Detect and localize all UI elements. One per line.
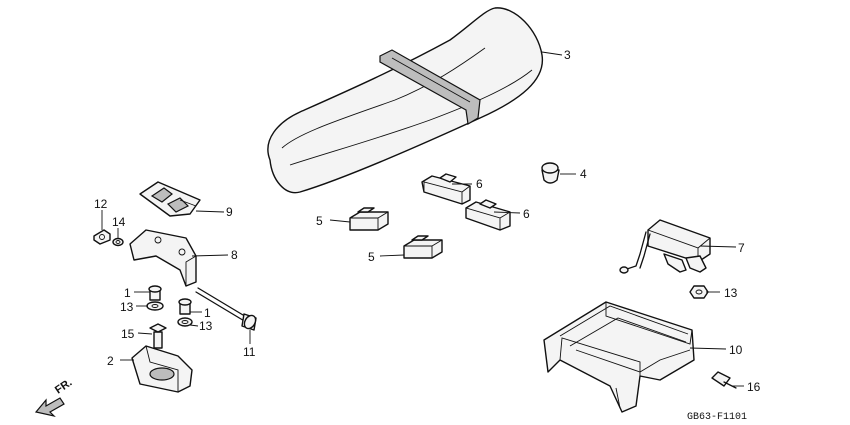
callout-14: 14: [112, 215, 126, 229]
cushion-block-lower[interactable]: [465, 199, 511, 231]
callout-16: 16: [747, 380, 761, 394]
callout-1-left: 1: [124, 286, 131, 300]
callout-10: 10: [729, 343, 743, 357]
callout-9: 9: [226, 205, 233, 219]
rubber-plate[interactable]: [139, 181, 201, 217]
callout-15: 15: [121, 327, 135, 341]
callout-3: 3: [564, 48, 571, 62]
flange-bolt-a[interactable]: [148, 285, 162, 301]
washer[interactable]: [112, 237, 124, 247]
hinge-bracket[interactable]: [131, 345, 193, 393]
callout-6-lower: 6: [523, 207, 530, 221]
rubber-block-lower[interactable]: [403, 235, 443, 259]
grommet-13c[interactable]: [689, 285, 709, 299]
seat-lock[interactable]: [619, 219, 711, 274]
callout-13-left: 13: [120, 300, 134, 314]
callout-8: 8: [231, 248, 238, 262]
direction-label: FR.: [53, 377, 74, 397]
luggage-box[interactable]: [543, 301, 695, 413]
cushion-block-upper[interactable]: [421, 173, 471, 205]
leader-lines: [101, 51, 744, 387]
bolt-16[interactable]: [711, 371, 737, 389]
flange-bolt-b[interactable]: [178, 298, 192, 315]
rubber-block-upper[interactable]: [349, 207, 389, 231]
callout-7: 7: [738, 241, 745, 255]
collar-13b[interactable]: [177, 317, 193, 327]
callout-1-right: 1: [204, 306, 211, 320]
callout-5-lower: 5: [368, 250, 375, 264]
front-direction-arrow: FR.: [34, 377, 74, 418]
callout-labels: 3 4 6 6 5 5 7 9 8 12 14 1 13 1 13 15 11 …: [94, 48, 761, 394]
long-bolt[interactable]: [195, 287, 258, 331]
nut[interactable]: [93, 229, 111, 245]
callout-4: 4: [580, 167, 587, 181]
seat[interactable]: [267, 7, 544, 194]
callout-2: 2: [107, 354, 114, 368]
callout-11: 11: [243, 345, 256, 359]
callout-13-right: 13: [724, 286, 738, 300]
seat-bracket[interactable]: [129, 229, 197, 287]
callout-13-middle: 13: [199, 319, 213, 333]
callout-5-upper: 5: [316, 214, 323, 228]
bolt-15[interactable]: [149, 323, 167, 349]
callout-6-upper: 6: [476, 177, 483, 191]
diagram-code: GB63-F1101: [687, 412, 747, 423]
callout-12: 12: [94, 197, 108, 211]
rubber-cap[interactable]: [541, 162, 560, 184]
washer-13a[interactable]: [146, 301, 164, 311]
